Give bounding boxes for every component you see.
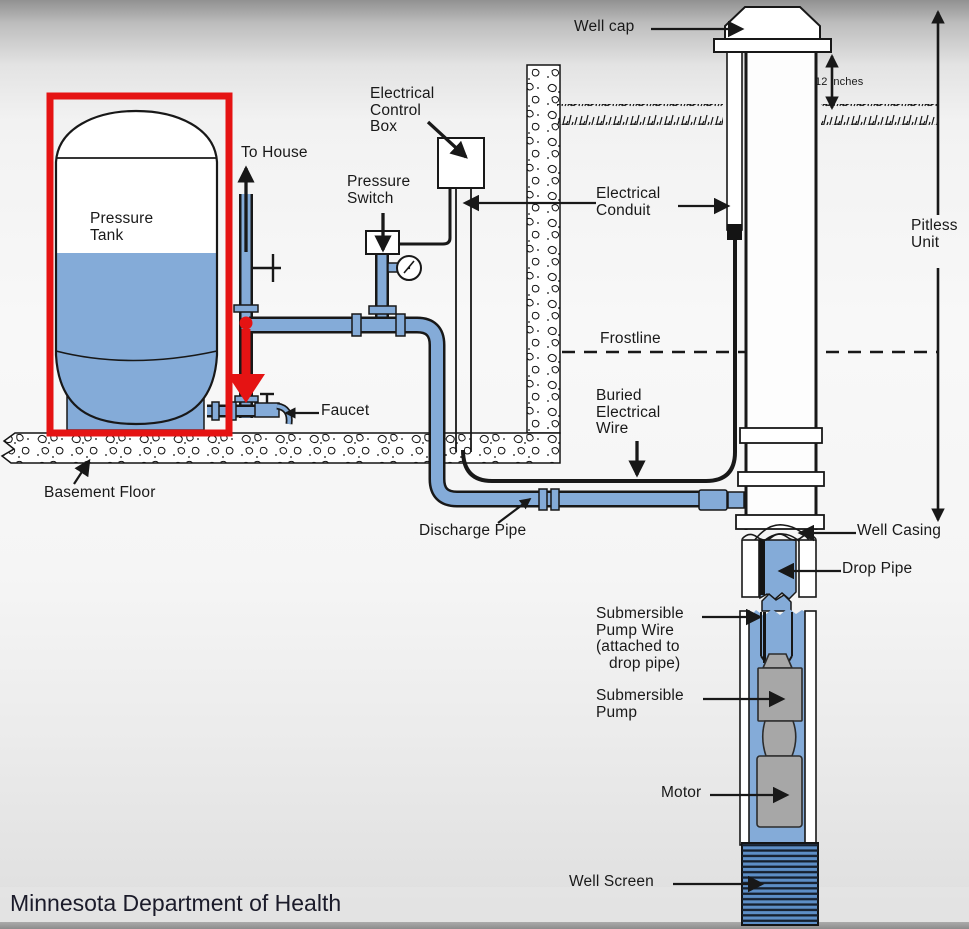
electrical-conduit-well [726, 47, 743, 231]
label-pressure-tank: Pressure Tank [90, 210, 154, 244]
label-line: Switch [347, 189, 394, 207]
buried-electrical-wire [461, 238, 737, 483]
label-line: Conduit [596, 201, 651, 219]
label-line: Control [370, 101, 422, 119]
label-pitless-unit: Pitless Unit [911, 217, 958, 251]
label-faucet: Faucet [321, 402, 370, 419]
label-pressure-switch: Pressure Switch [347, 173, 411, 207]
pressure-gauge [387, 255, 422, 281]
label-line: Unit [911, 233, 940, 251]
control-to-switch-wire [399, 188, 452, 246]
motor [756, 755, 803, 828]
pitless-adapter-fitting [698, 489, 728, 511]
label-line: Electrical [596, 403, 661, 421]
leader-arrows [73, 20, 856, 893]
faucet [254, 392, 293, 425]
electrical-control-box [437, 137, 485, 189]
label-drop-pipe: Drop Pipe [842, 560, 913, 577]
label-electrical-conduit: Electrical Conduit [596, 185, 661, 219]
control-box-leader [426, 120, 468, 159]
label-line: (attached to [596, 638, 680, 655]
label-discharge-pipe: Discharge Pipe [419, 522, 527, 539]
label-line: Buried [596, 387, 642, 404]
basement-wall [526, 64, 561, 434]
label-submersible-pump: Submersible Pump [596, 687, 684, 721]
label-12-inches: 12 inches [815, 76, 864, 88]
label-buried-electrical-wire: Buried Electrical Wire [596, 387, 661, 438]
grass [557, 104, 939, 125]
label-motor: Motor [661, 784, 702, 801]
label-line: Box [370, 118, 398, 135]
label-line: Electrical [596, 185, 661, 202]
label-line: Submersible [596, 605, 684, 622]
footer-attribution: Minnesota Department of Health [10, 890, 342, 916]
tank-water [56, 253, 217, 424]
pressure-tank [54, 109, 219, 431]
label-line: Pump [596, 703, 638, 721]
basement-floor-leader [73, 458, 91, 485]
red-highlight-box [46, 92, 233, 437]
label-frostline: Frostline [600, 330, 661, 347]
well-casing [735, 51, 825, 530]
label-electrical-control-box: Electrical Control Box [370, 85, 435, 136]
submersible-pump [757, 667, 803, 722]
well-cap [713, 6, 832, 53]
lower-well-section [739, 592, 819, 926]
label-well-screen: Well Screen [569, 873, 654, 890]
label-submersible-pump-wire: Submersible Pump Wire (attached to drop … [596, 605, 684, 672]
red-flow-arrow [227, 316, 265, 403]
label-line: Tank [90, 226, 124, 244]
basement-floor-slab [0, 432, 561, 464]
label-line: Pressure [90, 210, 154, 227]
label-line: Pitless [911, 217, 958, 234]
label-line: drop pipe) [609, 654, 681, 672]
label-to-house: To House [241, 144, 308, 161]
label-well-cap: Well cap [574, 18, 635, 35]
label-well-casing: Well Casing [857, 522, 942, 539]
label-line: Wire [596, 420, 629, 437]
label-line: Pump Wire [596, 621, 675, 639]
label-line: Submersible [596, 687, 684, 704]
label-line: Electrical [370, 85, 435, 102]
label-basement-floor: Basement Floor [44, 484, 156, 501]
drop-pipe-cutaway [741, 524, 817, 601]
label-line: Pressure [347, 173, 411, 190]
discharge-pipe-leader [497, 497, 532, 524]
electrical-wiring [399, 47, 743, 483]
footer-strip [0, 922, 969, 929]
shutoff-valve [252, 254, 281, 282]
